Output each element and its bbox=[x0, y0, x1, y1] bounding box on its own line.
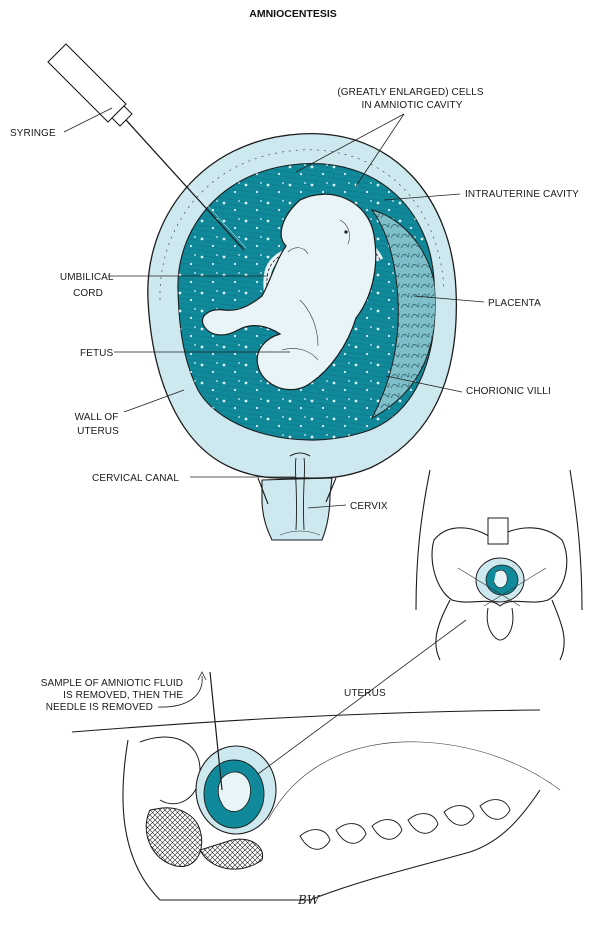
label-fetus: FETUS bbox=[80, 348, 114, 359]
label-intrauterine-cavity: INTRAUTERINE CAVITY bbox=[465, 189, 579, 200]
label-syringe: SYRINGE bbox=[10, 128, 56, 139]
pelvis-inset bbox=[415, 469, 583, 661]
cervical-canal bbox=[294, 457, 306, 531]
label-cervical-canal: CERVICAL CANAL bbox=[92, 473, 179, 484]
label-placenta: PLACENTA bbox=[488, 298, 541, 309]
label-chorionic-villi: CHORIONIC VILLI bbox=[466, 386, 551, 397]
label-uterus: UTERUS bbox=[344, 688, 386, 699]
label-wall-of-uterus-line1: WALL OF bbox=[75, 412, 119, 423]
syringe bbox=[47, 43, 247, 251]
artist-signature: BW bbox=[297, 893, 321, 907]
label-cervix: CERVIX bbox=[350, 501, 388, 512]
spine bbox=[299, 799, 511, 850]
label-sample-note-line1: SAMPLE OF AMNIOTIC FLUID bbox=[41, 678, 183, 689]
leader-lines bbox=[63, 107, 485, 775]
sagittal-view bbox=[71, 671, 561, 901]
label-umbilical-cord: UMBILICAL CORD bbox=[60, 272, 116, 299]
label-wall-of-uterus-line2: UTERUS bbox=[77, 426, 119, 437]
label-sample-note-line2: IS REMOVED, THEN THE bbox=[63, 690, 183, 701]
label-cells: (GREATLY ENLARGED) CELLS IN AMNIOTIC CAV… bbox=[337, 87, 486, 111]
label-umbilical-cord-line2: CORD bbox=[73, 288, 103, 299]
fetus bbox=[201, 193, 377, 391]
label-sample-note-line3: NEEDLE IS REMOVED bbox=[46, 702, 153, 713]
label-umbilical-cord-line1: UMBILICAL bbox=[60, 272, 114, 283]
diagram-title: AMNIOCENTESIS bbox=[249, 8, 337, 20]
label-cells-line1: (GREATLY ENLARGED) CELLS bbox=[337, 87, 484, 98]
label-wall-of-uterus: WALL OF UTERUS bbox=[75, 412, 122, 437]
label-sample-note: SAMPLE OF AMNIOTIC FLUID IS REMOVED, THE… bbox=[41, 678, 186, 713]
label-cells-line2: IN AMNIOTIC CAVITY bbox=[361, 100, 462, 111]
uterus-illustration bbox=[47, 43, 457, 541]
sagittal-needle bbox=[209, 671, 223, 791]
bladder bbox=[145, 807, 203, 867]
cervix-shape bbox=[261, 477, 333, 541]
